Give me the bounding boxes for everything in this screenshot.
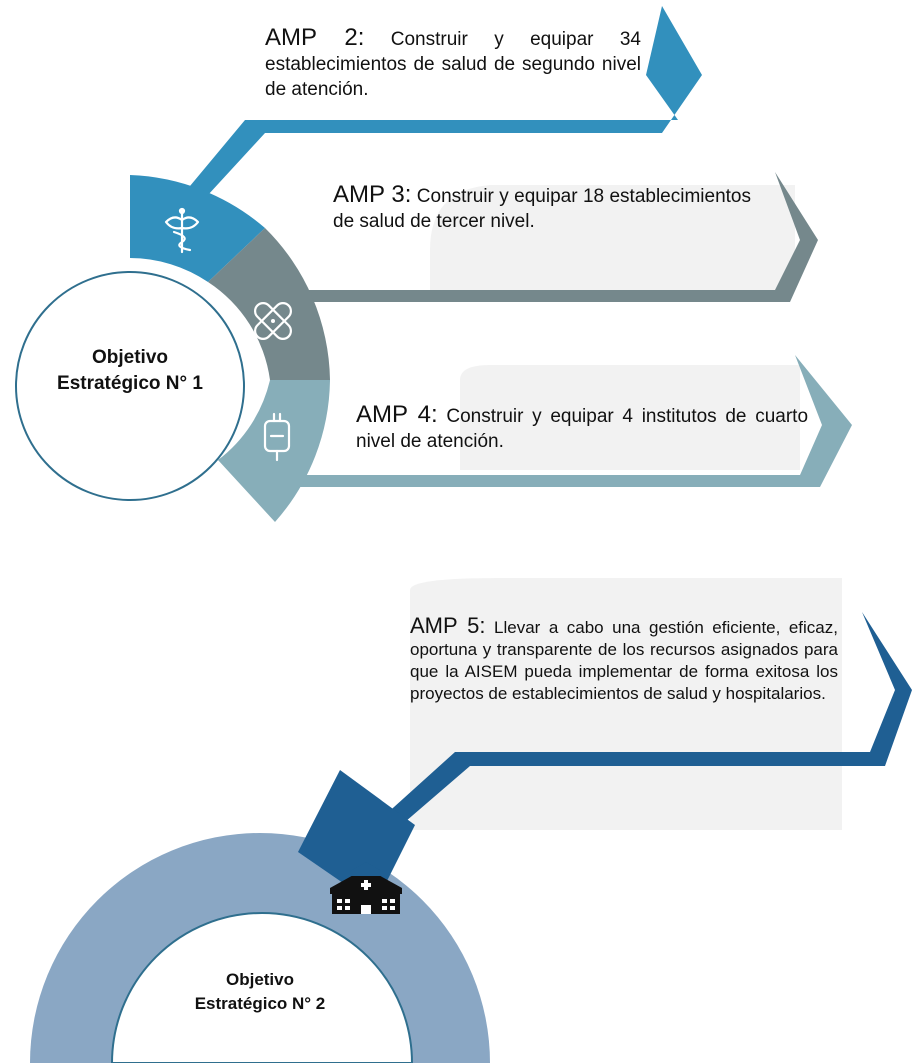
amp4-description: Construir y equipar 4 institutos de cuar…: [356, 406, 809, 452]
amp4-panel: [460, 365, 800, 470]
objective2-circle: [110, 912, 414, 1063]
amp2-connector: [130, 6, 702, 258]
objective1-label: Objetivo Estratégico N° 1: [30, 345, 230, 397]
objective2-line1: Objetivo: [225, 970, 294, 989]
amp3-description: Construir y equipar 18 establecimientos …: [333, 186, 752, 232]
amp5-panel: [410, 578, 842, 830]
amp5-segment: [298, 770, 415, 905]
hospital-icon: [330, 862, 402, 914]
amp4-code: AMP 4:: [356, 401, 438, 428]
amp3-panel: [430, 185, 795, 290]
amp5-code: AMP 5:: [410, 613, 486, 638]
objective1-circle: [15, 271, 245, 501]
objective1-line2: Estratégico N° 1: [57, 373, 203, 394]
amp2-segment: [130, 175, 265, 282]
amp4-text: AMP 4: Construir y equipar 4 institutos …: [356, 402, 808, 454]
amp2-description: Construir y equipar 34 establecimientos …: [265, 29, 642, 100]
amp3-code: AMP 3:: [333, 181, 412, 208]
amp3-text: AMP 3: Construir y equipar 18 establecim…: [333, 182, 751, 234]
amp5-text: AMP 5: Llevar a cabo una gestión eficien…: [410, 615, 838, 705]
amp5-description: Llevar a cabo una gestión eficiente, efi…: [410, 618, 838, 703]
amp2-code: AMP 2:: [265, 24, 365, 51]
objective2-line2: Estratégico N° 2: [194, 994, 326, 1013]
objective2-label: Objetivo Estratégico N° 2: [160, 968, 360, 1016]
iv-bag-icon: [263, 412, 291, 462]
caduceus-icon: [164, 207, 200, 254]
amp2-text: AMP 2: Construir y equipar 34 establecim…: [265, 25, 641, 102]
amp3-segment: [208, 228, 330, 380]
bandage-icon: [254, 302, 292, 340]
objective1-line1: Objetivo: [91, 347, 168, 368]
